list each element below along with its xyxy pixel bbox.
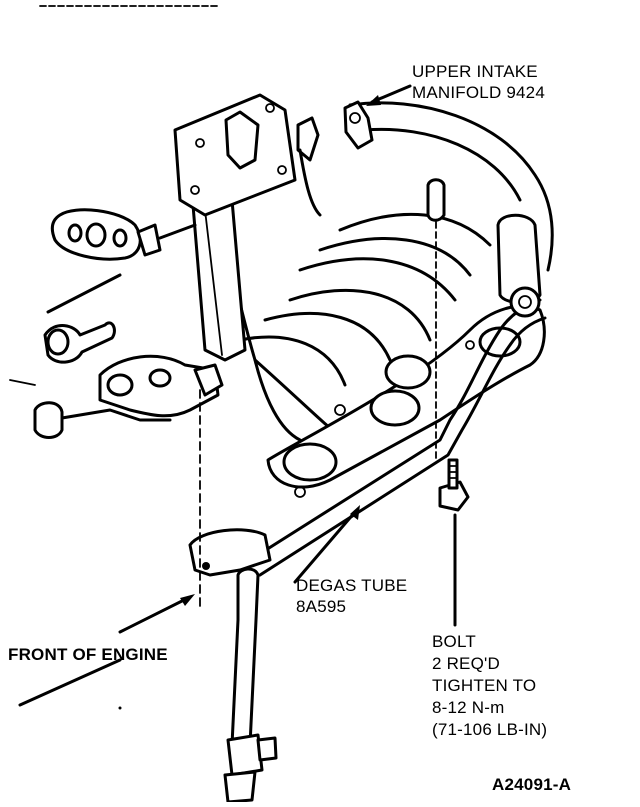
bolt-label-line5: (71-106 LB-IN)	[432, 720, 548, 739]
upper-intake-manifold	[191, 100, 554, 498]
degas-tube-label-line1: DEGAS TUBE	[296, 576, 408, 595]
upper-intake-manifold-label-line1: UPPER INTAKE	[412, 62, 538, 81]
manifold-stud	[426, 178, 446, 461]
bolt	[438, 458, 470, 627]
front-of-engine-label: FRONT OF ENGINE	[8, 645, 168, 664]
figure-id-label: A24091-A	[492, 775, 572, 794]
leader-lines	[18, 84, 412, 710]
bolt-label-line3: TIGHTEN TO	[432, 676, 537, 695]
left-side-components	[9, 208, 224, 439]
degas-tube-label-line2: 8A595	[296, 597, 347, 616]
bolt-label-line4: 8-12 N-m	[432, 698, 505, 717]
bolt-label-line2: 2 REQ'D	[432, 654, 500, 673]
upper-intake-manifold-label-line2: MANIFOLD 9424	[412, 83, 545, 102]
throttle-body-plate	[173, 93, 322, 217]
bolt-label-line1: BOLT	[432, 632, 476, 651]
degas-tube	[188, 286, 547, 804]
